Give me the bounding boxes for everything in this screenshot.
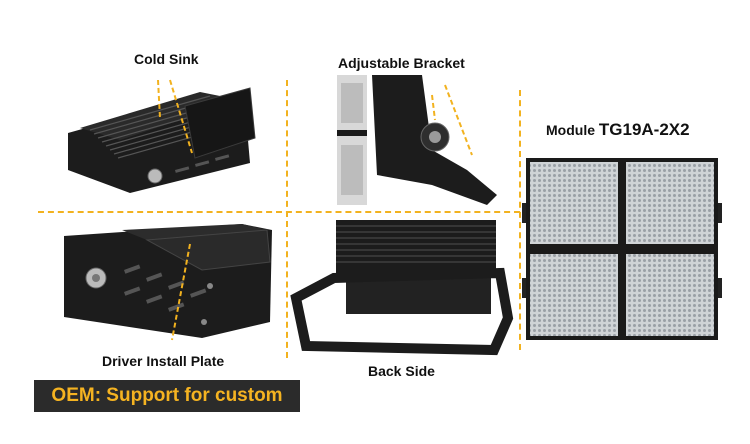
oem-banner: OEM: Support for custom [34, 380, 300, 412]
horizontal-divider [38, 211, 520, 213]
driver-install-plate-label: Driver Install Plate [102, 353, 225, 369]
back-side-photo [290, 218, 514, 356]
adjustable-bracket-photo [337, 75, 505, 205]
cold-sink-label: Cold Sink [134, 51, 199, 67]
module-model: TG19A-2X2 [598, 120, 690, 139]
back-side-label: Back Side [368, 363, 435, 379]
module-photo [522, 158, 722, 340]
vertical-divider-left [286, 80, 288, 358]
module-title: Module TG19A-2X2 [546, 120, 690, 140]
vertical-divider-right [519, 90, 521, 350]
adjustable-bracket-label: Adjustable Bracket [338, 55, 465, 71]
cold-sink-photo [60, 78, 265, 196]
module-prefix: Module [546, 122, 595, 138]
driver-install-plate-photo [62, 222, 274, 341]
